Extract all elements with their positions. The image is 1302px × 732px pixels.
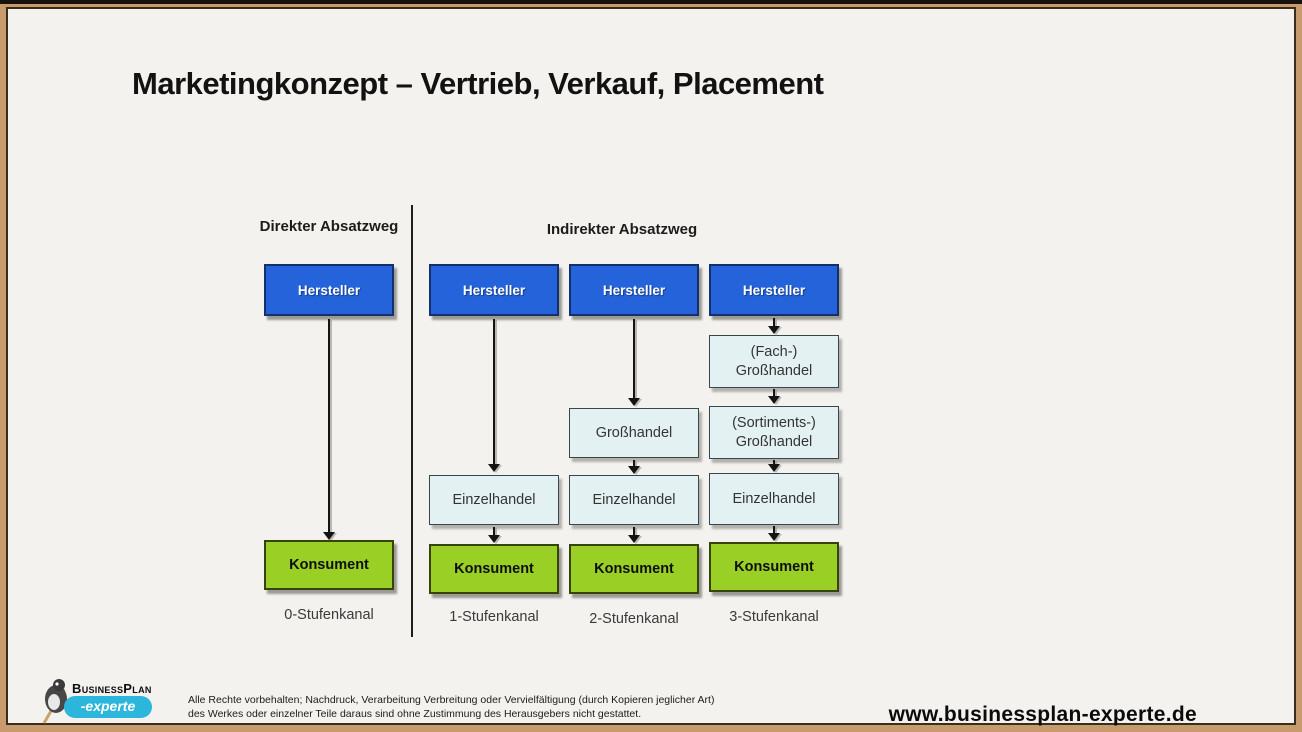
node-einzelhandel-ch1: Einzelhandel: [429, 475, 559, 525]
node-sortiments-grosshandel-ch3: (Sortiments-) Großhandel: [709, 406, 839, 459]
flow-arrow-down-icon: [628, 527, 640, 543]
node-grosshandel-ch2: Großhandel: [569, 408, 699, 458]
flow-arrow-down-icon: [628, 460, 640, 474]
copyright-notice: Alle Rechte vorbehalten; Nachdruck, Vera…: [188, 693, 768, 721]
copyright-line-1: Alle Rechte vorbehalten; Nachdruck, Vera…: [188, 694, 715, 706]
channel-label-3: 3-Stufenkanal: [729, 609, 819, 625]
logo-mascot-icon: [42, 679, 67, 724]
flow-arrow-down-icon: [628, 319, 640, 406]
node-einzelhandel-ch3: Einzelhandel: [709, 473, 839, 525]
page-title: Marketingkonzept – Vertrieb, Verkauf, Pl…: [132, 66, 824, 101]
website-url: www.businessplan-experte.de: [888, 703, 1197, 726]
frame-top-strip: [0, 0, 1302, 4]
direct-channel-header: Direkter Absatzweg: [259, 218, 399, 235]
flow-arrow-down-icon: [768, 389, 780, 404]
indirect-channel-header: Indirekter Absatzweg: [546, 221, 698, 238]
node-hersteller-direct: Hersteller: [264, 264, 394, 316]
logo-suffix-badge: -experte: [64, 696, 152, 718]
node-einzelhandel-ch2: Einzelhandel: [569, 475, 699, 525]
copyright-line-2: des Werkes oder einzelner Teile daraus s…: [188, 708, 642, 720]
diagram-canvas: Marketingkonzept – Vertrieb, Verkauf, Pl…: [8, 9, 1294, 726]
node-hersteller-ch3: Hersteller: [709, 264, 839, 316]
flow-arrow-down-icon: [768, 526, 780, 541]
flow-arrow-down-icon: [768, 318, 780, 334]
channel-label-2: 2-Stufenkanal: [589, 611, 679, 627]
node-konsument-direct: Konsument: [264, 540, 394, 590]
flow-arrow-down-icon: [488, 319, 500, 472]
flow-arrow-down-icon: [768, 460, 780, 472]
node-fach-grosshandel-ch3: (Fach-) Großhandel: [709, 335, 839, 388]
businessplan-experte-logo: BusinessPlan -experte: [40, 675, 180, 729]
flow-arrow-down-icon: [488, 527, 500, 543]
slide: Marketingkonzept – Vertrieb, Verkauf, Pl…: [6, 7, 1296, 726]
channel-label-0: 0-Stufenkanal: [284, 607, 374, 623]
channel-label-1: 1-Stufenkanal: [449, 609, 539, 625]
node-konsument-ch1: Konsument: [429, 544, 559, 594]
section-divider-line: [411, 205, 413, 637]
node-konsument-ch2: Konsument: [569, 544, 699, 594]
node-hersteller-ch2: Hersteller: [569, 264, 699, 316]
node-hersteller-ch1: Hersteller: [429, 264, 559, 316]
logo-wordmark: BusinessPlan: [72, 681, 152, 696]
flow-arrow-down-icon: [323, 319, 335, 540]
node-konsument-ch3: Konsument: [709, 542, 839, 592]
